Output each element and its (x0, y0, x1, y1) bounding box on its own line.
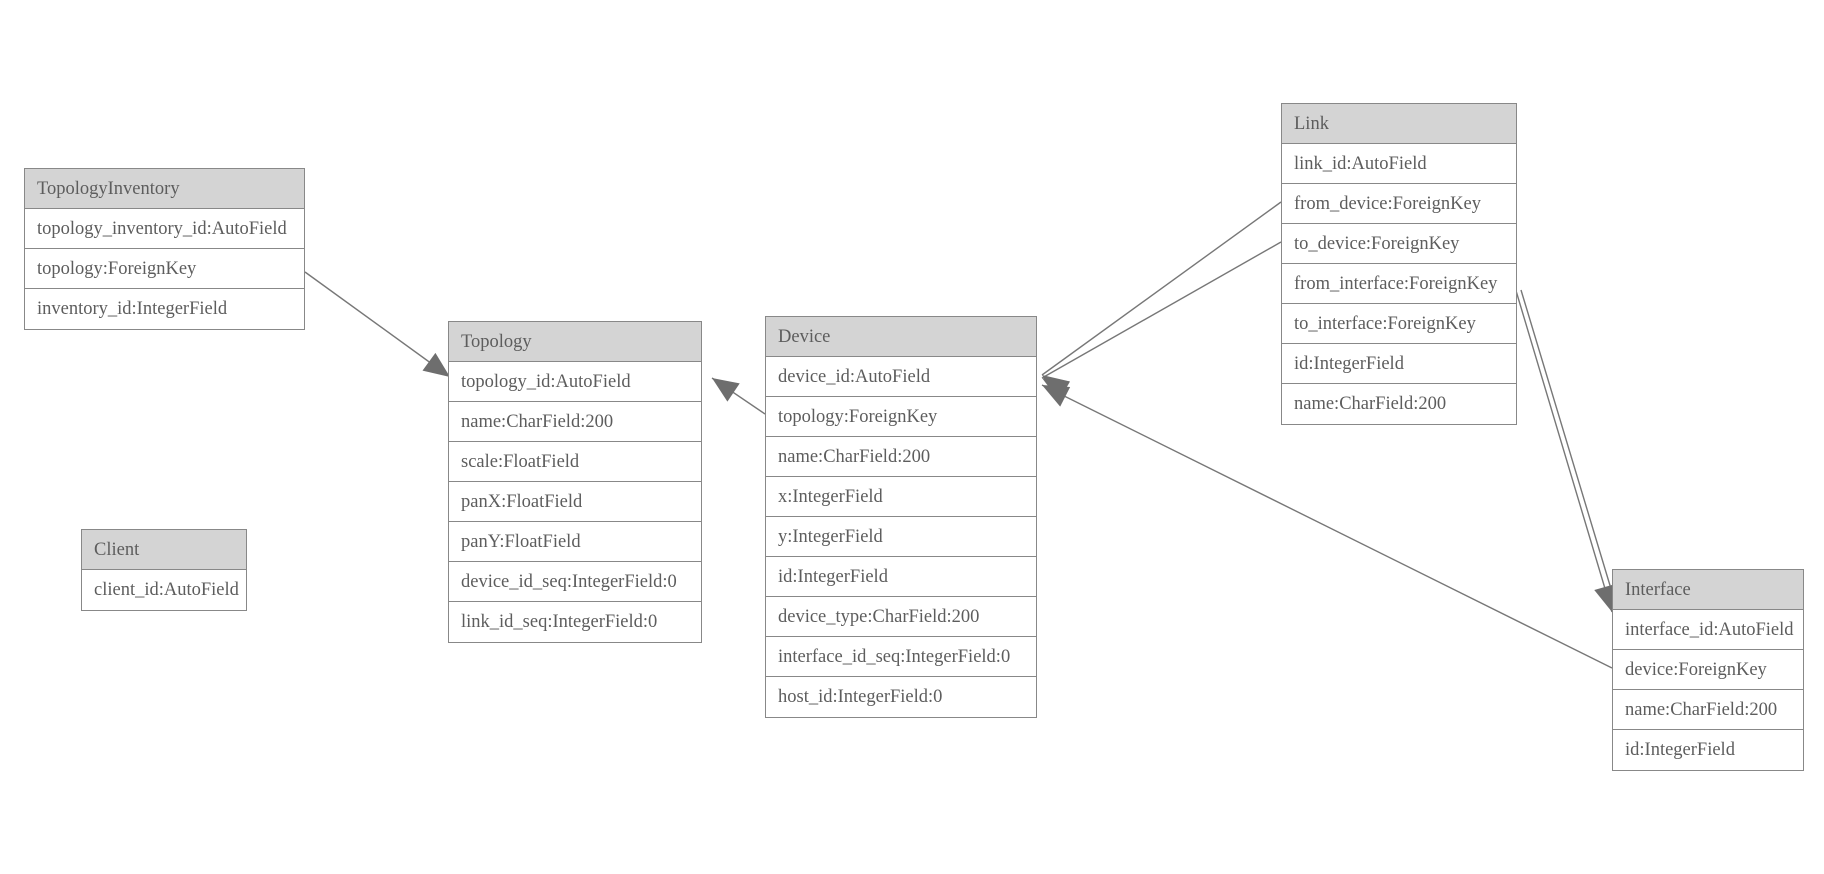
entity-title-device: Device (766, 317, 1036, 357)
relation-line-rel-interface-device (1041, 384, 1613, 669)
entity-title-topology_inventory: TopologyInventory (25, 169, 304, 209)
field-row-interface-2[interactable]: name:CharField:200 (1613, 690, 1803, 730)
relation-arrowhead-rel-link-from-device (1042, 375, 1070, 400)
field-row-link-4[interactable]: to_interface:ForeignKey (1282, 304, 1516, 344)
field-row-topology-2[interactable]: scale:FloatField (449, 442, 701, 482)
field-row-topology_inventory-2[interactable]: inventory_id:IntegerField (25, 289, 304, 329)
entity-title-link: Link (1282, 104, 1516, 144)
field-row-topology-3[interactable]: panX:FloatField (449, 482, 701, 522)
field-row-topology-0[interactable]: topology_id:AutoField (449, 362, 701, 402)
field-row-interface-1[interactable]: device:ForeignKey (1613, 650, 1803, 690)
field-row-device-7[interactable]: interface_id_seq:IntegerField:0 (766, 637, 1036, 677)
field-row-device-2[interactable]: name:CharField:200 (766, 437, 1036, 477)
field-row-topology-6[interactable]: link_id_seq:IntegerField:0 (449, 602, 701, 642)
field-row-client-0[interactable]: client_id:AutoField (82, 570, 246, 610)
relation-line-rel-link-to-interface (1520, 289, 1619, 613)
entity-title-topology: Topology (449, 322, 701, 362)
field-row-interface-3[interactable]: id:IntegerField (1613, 730, 1803, 770)
field-row-topology_inventory-0[interactable]: topology_inventory_id:AutoField (25, 209, 304, 249)
field-row-topology-4[interactable]: panY:FloatField (449, 522, 701, 562)
relation-line-rel-link-from-interface (1513, 283, 1613, 613)
relation-line-rel-link-from-device (1041, 201, 1282, 376)
field-row-link-1[interactable]: from_device:ForeignKey (1282, 184, 1516, 224)
field-row-device-5[interactable]: id:IntegerField (766, 557, 1036, 597)
relation-arrowhead-rel-interface-device (1042, 385, 1071, 407)
field-row-interface-0[interactable]: interface_id:AutoField (1613, 610, 1803, 650)
field-row-device-6[interactable]: device_type:CharField:200 (766, 597, 1036, 637)
field-row-link-5[interactable]: id:IntegerField (1282, 344, 1516, 384)
field-row-device-0[interactable]: device_id:AutoField (766, 357, 1036, 397)
entity-title-client: Client (82, 530, 246, 570)
entity-title-interface: Interface (1613, 570, 1803, 610)
field-row-device-3[interactable]: x:IntegerField (766, 477, 1036, 517)
field-row-device-4[interactable]: y:IntegerField (766, 517, 1036, 557)
relation-arrowhead-rel-link-to-device (1042, 378, 1071, 401)
relation-line-rel-device-topology (711, 377, 766, 415)
relation-arrowhead-rel-device-topology (712, 378, 740, 402)
field-row-topology-1[interactable]: name:CharField:200 (449, 402, 701, 442)
relation-line-rel-link-to-device (1041, 241, 1282, 379)
entity-field-list-client: client_id:AutoField (82, 570, 246, 610)
field-row-link-0[interactable]: link_id:AutoField (1282, 144, 1516, 184)
field-row-device-8[interactable]: host_id:IntegerField:0 (766, 677, 1036, 717)
field-row-link-2[interactable]: to_device:ForeignKey (1282, 224, 1516, 264)
field-row-topology_inventory-1[interactable]: topology:ForeignKey (25, 249, 304, 289)
entity-box-topology_inventory[interactable]: TopologyInventory topology_inventory_id:… (24, 168, 305, 330)
field-row-link-3[interactable]: from_interface:ForeignKey (1282, 264, 1516, 304)
field-row-link-6[interactable]: name:CharField:200 (1282, 384, 1516, 424)
relation-line-rel-topologyinventory-topology (304, 271, 451, 378)
field-row-device-1[interactable]: topology:ForeignKey (766, 397, 1036, 437)
entity-box-client[interactable]: Client client_id:AutoField (81, 529, 247, 611)
field-row-topology-5[interactable]: device_id_seq:IntegerField:0 (449, 562, 701, 602)
